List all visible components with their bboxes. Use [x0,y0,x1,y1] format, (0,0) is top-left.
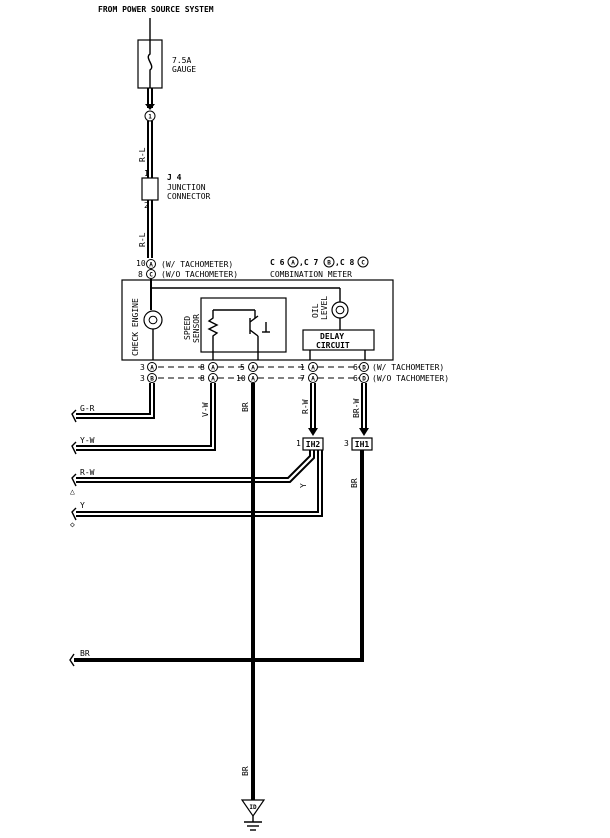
meter-pin-in-wo: 8 [138,270,143,279]
ih1-pin: 3 [344,439,349,448]
meter-connectors-prefix: C 6 [270,258,285,267]
check-engine-label: CHECK ENGINE [131,298,140,356]
meter-conn-b-top: B [327,260,331,267]
svg-text:A: A [211,365,215,372]
bottom-pin-wo-3: 10 [236,374,246,383]
svg-text:D: D [362,376,366,383]
svg-text:A: A [251,376,255,383]
meter-connectors-c8: ,C 8 [335,258,354,267]
oil-level-lamp [331,301,349,319]
bottom-pin-w-4: 1 [300,363,305,372]
marker-diamond: ◇ [70,520,75,529]
svg-text:A: A [311,365,315,372]
bottom-label-w-tach: (W/ TACHOMETER) [372,363,444,372]
wire-label-r-l-1: R-L [138,147,147,162]
bottom-pin-w-3: 5 [240,363,245,372]
meter-connectors-c7: ,C 7 [299,258,318,267]
bottom-pin-wo-4: 7 [300,374,305,383]
bottom-pin-w-1: 3 [140,363,145,372]
ground-symbol [240,799,266,831]
svg-text:A: A [311,376,315,383]
wire-label-br-ground: BR [241,766,250,776]
speed-sensor-label-1: SPEED [183,316,192,340]
speed-sensor-box [200,297,287,353]
wire-label-y-w: Y-W [80,436,95,445]
meter-conn-c-top: C [361,260,365,267]
junction-line1: JUNCTION [167,183,206,192]
wire-label-v-w: V-W [201,402,210,417]
junction-connector-j4 [141,177,159,201]
bottom-label-wo-tach: (W/O TACHOMETER) [372,374,449,383]
meter-label-w-tach: (W/ TACHOMETER) [161,260,233,269]
wire-label-br-bottom-left: BR [80,649,90,658]
wire-label-r-w-2: R-W [301,399,310,414]
ih2-pin: 1 [296,439,301,448]
bottom-pin-wo-2: 8 [200,374,205,383]
bottom-pin-w-5: 6 [353,363,358,372]
fuse-name: GAUGE [172,65,196,74]
svg-text:B: B [150,376,154,383]
meter-label-wo-tach: (W/O TACHOMETER) [161,270,238,279]
meter-conn-a-in: A [149,262,153,269]
oil-level-label-2: LEVEL [320,296,329,320]
meter-name: COMBINATION METER [270,270,352,279]
splice-connector: 1 [144,110,156,122]
fuse-rating: 7.5A [172,56,191,65]
oil-level-label-1: OIL [311,303,320,318]
wire-label-r-l-2: R-L [138,232,147,247]
delay-circuit-box [302,329,375,351]
fuse-7-5a [137,39,163,89]
wire-label-g-r: G-R [80,404,95,413]
ground-id: ID [249,804,257,811]
bottom-pin-wo-5: 6 [353,374,358,383]
svg-text:A: A [150,365,154,372]
ih2-label: IH2 [306,440,321,449]
marker-triangle: △ [70,487,75,496]
wire-label-br-right: BR [350,478,359,488]
splice-pin-label: 1 [148,114,152,121]
bottom-pin-wo-1: 3 [140,374,145,383]
meter-pin-in-w: 10 [136,259,146,268]
wire-label-br-w: BR-W [352,399,361,418]
junction-id: J 4 [167,173,182,182]
ih1-label: IH1 [355,440,370,449]
svg-text:A: A [211,376,215,383]
meter-conn-a-top: A [291,260,295,267]
svg-text:A: A [251,365,255,372]
speed-sensor-label-2: SENSOR [192,314,201,343]
wire-label-r-w: R-W [80,468,95,477]
delay-circuit-label-2: CIRCUIT [316,341,350,350]
wire-label-y: Y [80,501,85,510]
wire-label-br-mid: BR [241,402,250,412]
svg-text:D: D [362,365,366,372]
meter-conn-c-in: C [149,272,153,279]
wire-label-y-2: Y [299,483,308,488]
bottom-pin-w-2: 8 [200,363,205,372]
junction-pin-top: 1 [144,169,149,178]
delay-circuit-label-1: DELAY [320,332,344,341]
junction-line2: CONNECTOR [167,192,211,201]
wire-terminal-ends [69,409,77,667]
check-engine-lamp [143,310,163,330]
junction-pin-bottom: 2 [144,201,149,210]
source-label: FROM POWER SOURCE SYSTEM [98,5,214,14]
bottom-connector-pins: A B A A A A A A D D [147,362,369,383]
